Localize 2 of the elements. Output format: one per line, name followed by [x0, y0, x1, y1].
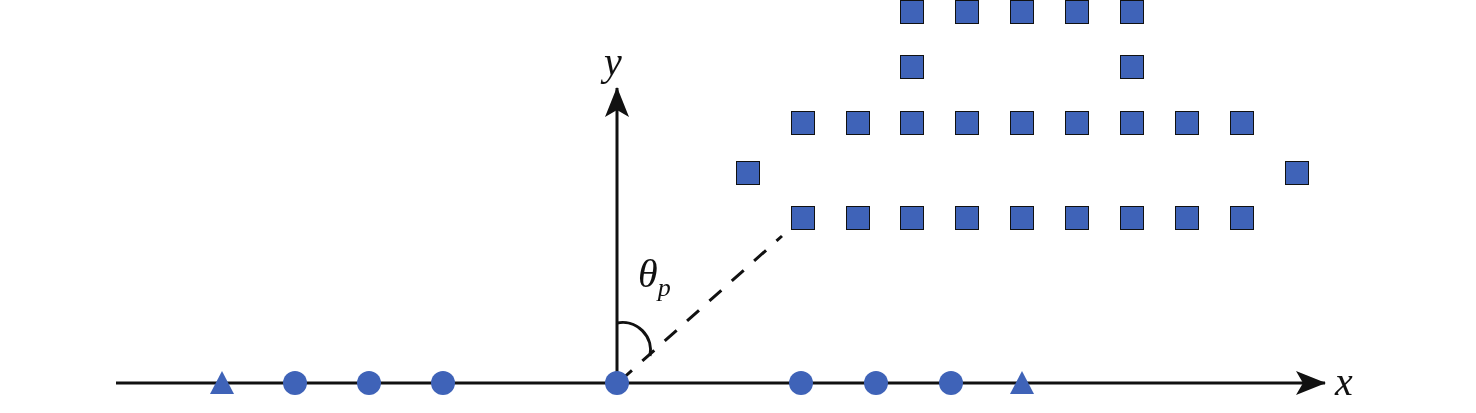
axis-label: x — [1335, 362, 1353, 402]
angle-label: θ$_{p}$ — [638, 254, 671, 301]
